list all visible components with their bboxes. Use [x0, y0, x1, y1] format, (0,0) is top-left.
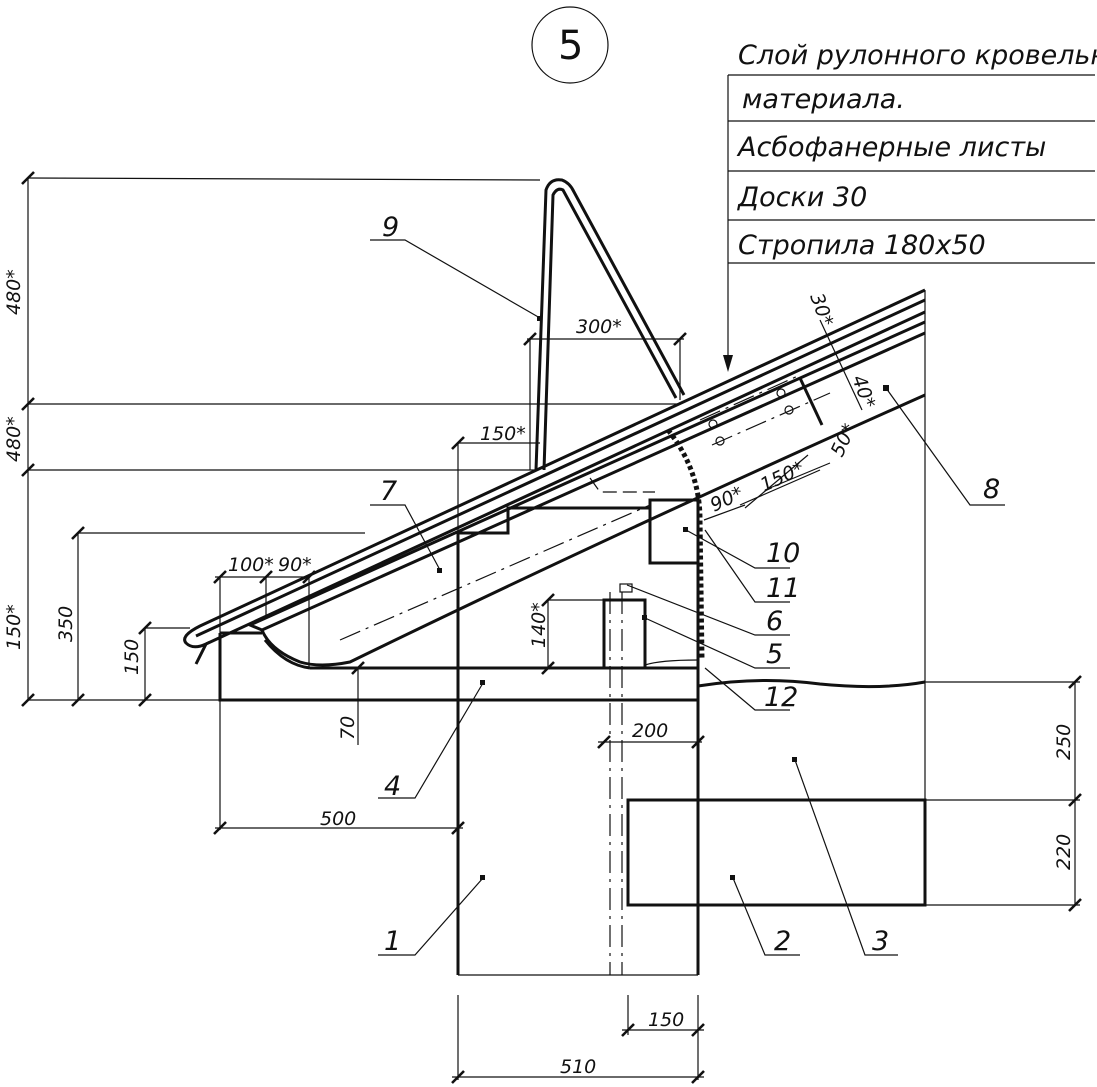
timber-block: [648, 498, 700, 565]
post: [602, 598, 647, 670]
snow-guard: [534, 178, 686, 471]
dim-510: 510: [560, 1056, 596, 1078]
layer-label: материала.: [742, 84, 905, 115]
dim-250: 250: [1053, 724, 1075, 760]
callout-3: 3: [872, 926, 889, 957]
callout-10: 10: [766, 538, 800, 569]
dim-90: 90*: [278, 554, 312, 576]
wall-step: [458, 506, 650, 535]
hidden-line: [589, 477, 655, 493]
dim-150-top: 150*: [480, 423, 526, 445]
dim-100: 100*: [228, 554, 274, 576]
eaves-curve: [263, 639, 311, 670]
callouts: 1 2 3 4 5 6 7 8 9 10 11 12: [370, 212, 1005, 957]
bolt-axis: [699, 374, 801, 421]
rafter: [260, 393, 926, 667]
callout-8: 8: [983, 474, 1000, 505]
dim-300: 300*: [576, 316, 622, 338]
callout-5: 5: [766, 639, 783, 670]
dim-150-star: 150*: [3, 604, 25, 650]
layer-label: Доски 30: [737, 182, 867, 213]
layer-label: Стропила 180х50: [738, 230, 986, 261]
bolt-hole: [708, 419, 718, 429]
dim-70: 70: [337, 716, 359, 740]
dimension-lines: [21, 171, 1082, 1084]
layer-label: Слой рулонного кровельного: [738, 40, 1097, 71]
dim-40: 40*: [847, 372, 879, 411]
callout-4: 4: [384, 771, 401, 802]
dim-140: 140*: [528, 602, 550, 648]
dim-500: 500: [320, 808, 356, 830]
callout-2: 2: [774, 926, 791, 957]
dim-480-lower: 480*: [3, 416, 25, 462]
callout-11: 11: [766, 573, 800, 604]
bolt-axis: [711, 392, 831, 446]
leader-arrow-icon: [723, 355, 733, 372]
bolt-hole: [784, 405, 794, 415]
rafter-end: [798, 377, 824, 426]
bolt-hole: [776, 388, 786, 398]
detail-circle: [531, 6, 609, 84]
dim-150-bottom: 150: [648, 1009, 684, 1031]
bolt-hole: [715, 436, 725, 446]
dim-30: 30*: [805, 290, 837, 329]
dim-200: 200: [632, 720, 668, 742]
callout-6: 6: [766, 606, 783, 637]
dim-350: 350: [55, 606, 77, 642]
layer-table: Слой рулонного кровельного материала. Ас…: [723, 40, 1097, 372]
callout-1: 1: [384, 926, 401, 957]
floor-slab: [626, 798, 927, 907]
nut-icon: [619, 583, 633, 593]
detail-marker: 5: [531, 6, 609, 84]
roofing-membrane: [183, 288, 926, 665]
callout-12: 12: [764, 682, 798, 713]
dim-150: 150: [121, 639, 143, 675]
dim-90-rafter: 90*: [707, 482, 747, 516]
cornice-slab: [218, 631, 700, 702]
roof-assembly: [183, 288, 926, 670]
asbestos-sheet: [195, 298, 926, 646]
dim-150-rafter: 150*: [757, 457, 808, 496]
boards: [246, 320, 926, 632]
hidden-line: [339, 504, 651, 641]
layer-label: Асбофанерные листы: [736, 132, 1046, 163]
dim-220: 220: [1053, 834, 1075, 870]
break-line: [697, 678, 926, 689]
callout-9: 9: [382, 212, 399, 243]
wedge: [644, 659, 699, 666]
wall-structure: [218, 290, 927, 976]
callout-7: 7: [380, 476, 397, 507]
dim-480-upper: 480*: [3, 269, 25, 315]
detail-number: 5: [558, 23, 583, 69]
